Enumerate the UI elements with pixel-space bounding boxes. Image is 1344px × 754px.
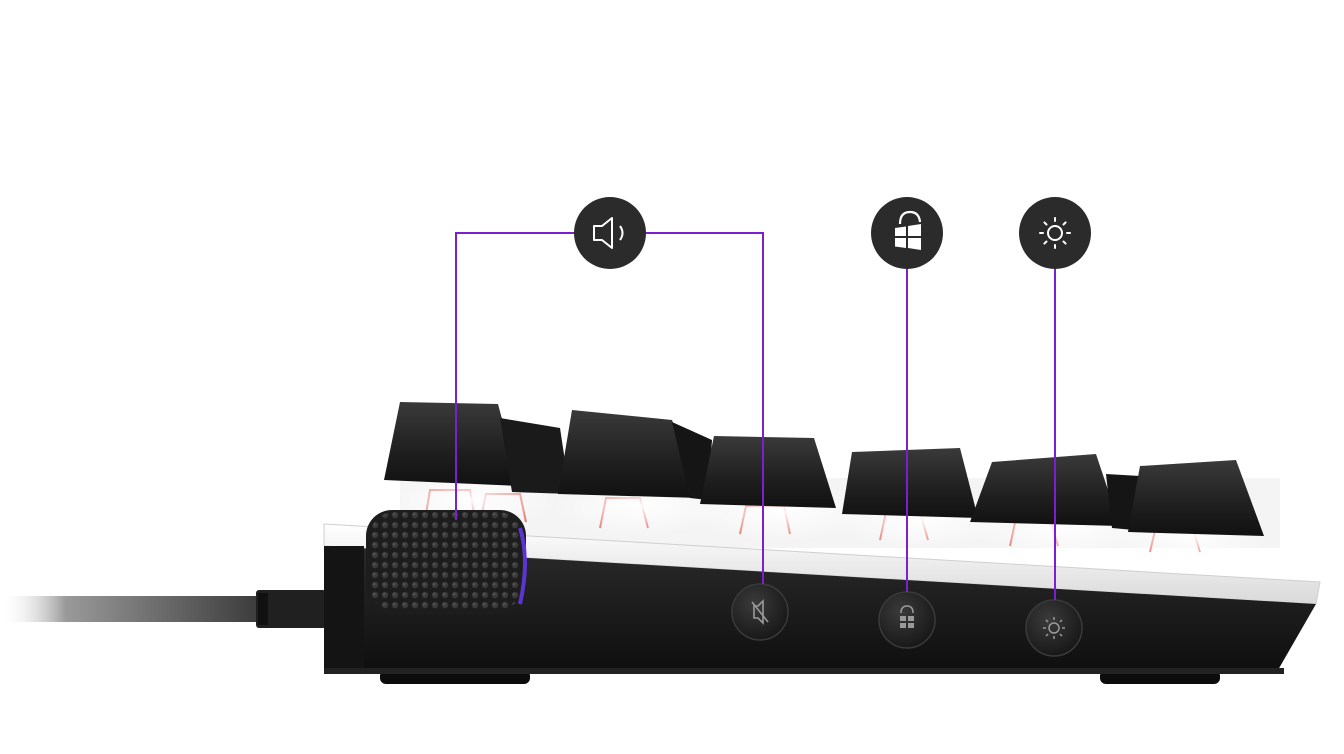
volume-callout-line bbox=[642, 232, 764, 584]
mute-button[interactable] bbox=[731, 583, 789, 641]
keycap bbox=[970, 454, 1120, 526]
keycap-row bbox=[384, 402, 1264, 536]
windows-lock-button[interactable] bbox=[878, 591, 936, 649]
volume-callout-badge bbox=[574, 197, 646, 269]
keycap bbox=[500, 418, 570, 494]
brightness-sun-icon bbox=[1043, 617, 1065, 639]
feet bbox=[324, 668, 1284, 684]
keycap bbox=[384, 402, 520, 486]
volume-callout-line bbox=[455, 232, 580, 520]
speaker-volume-icon bbox=[593, 217, 624, 249]
brightness-callout-badge bbox=[1019, 197, 1091, 269]
brightness-sun-icon bbox=[1039, 217, 1071, 249]
callout-lines bbox=[455, 232, 1056, 600]
windows-lock-icon bbox=[900, 605, 914, 628]
keycap bbox=[1128, 460, 1264, 536]
windows-lock-icon bbox=[895, 210, 922, 250]
keycap bbox=[558, 410, 700, 498]
mute-icon bbox=[751, 599, 769, 625]
keycap bbox=[672, 422, 712, 500]
usb-cable bbox=[0, 590, 326, 628]
case-front-edge bbox=[324, 546, 364, 670]
keycap bbox=[700, 436, 836, 508]
keycap bbox=[842, 448, 978, 518]
volume-roller[interactable] bbox=[366, 510, 527, 614]
brightness-button[interactable] bbox=[1025, 599, 1083, 657]
windows-lock-callout-badge bbox=[871, 197, 943, 269]
